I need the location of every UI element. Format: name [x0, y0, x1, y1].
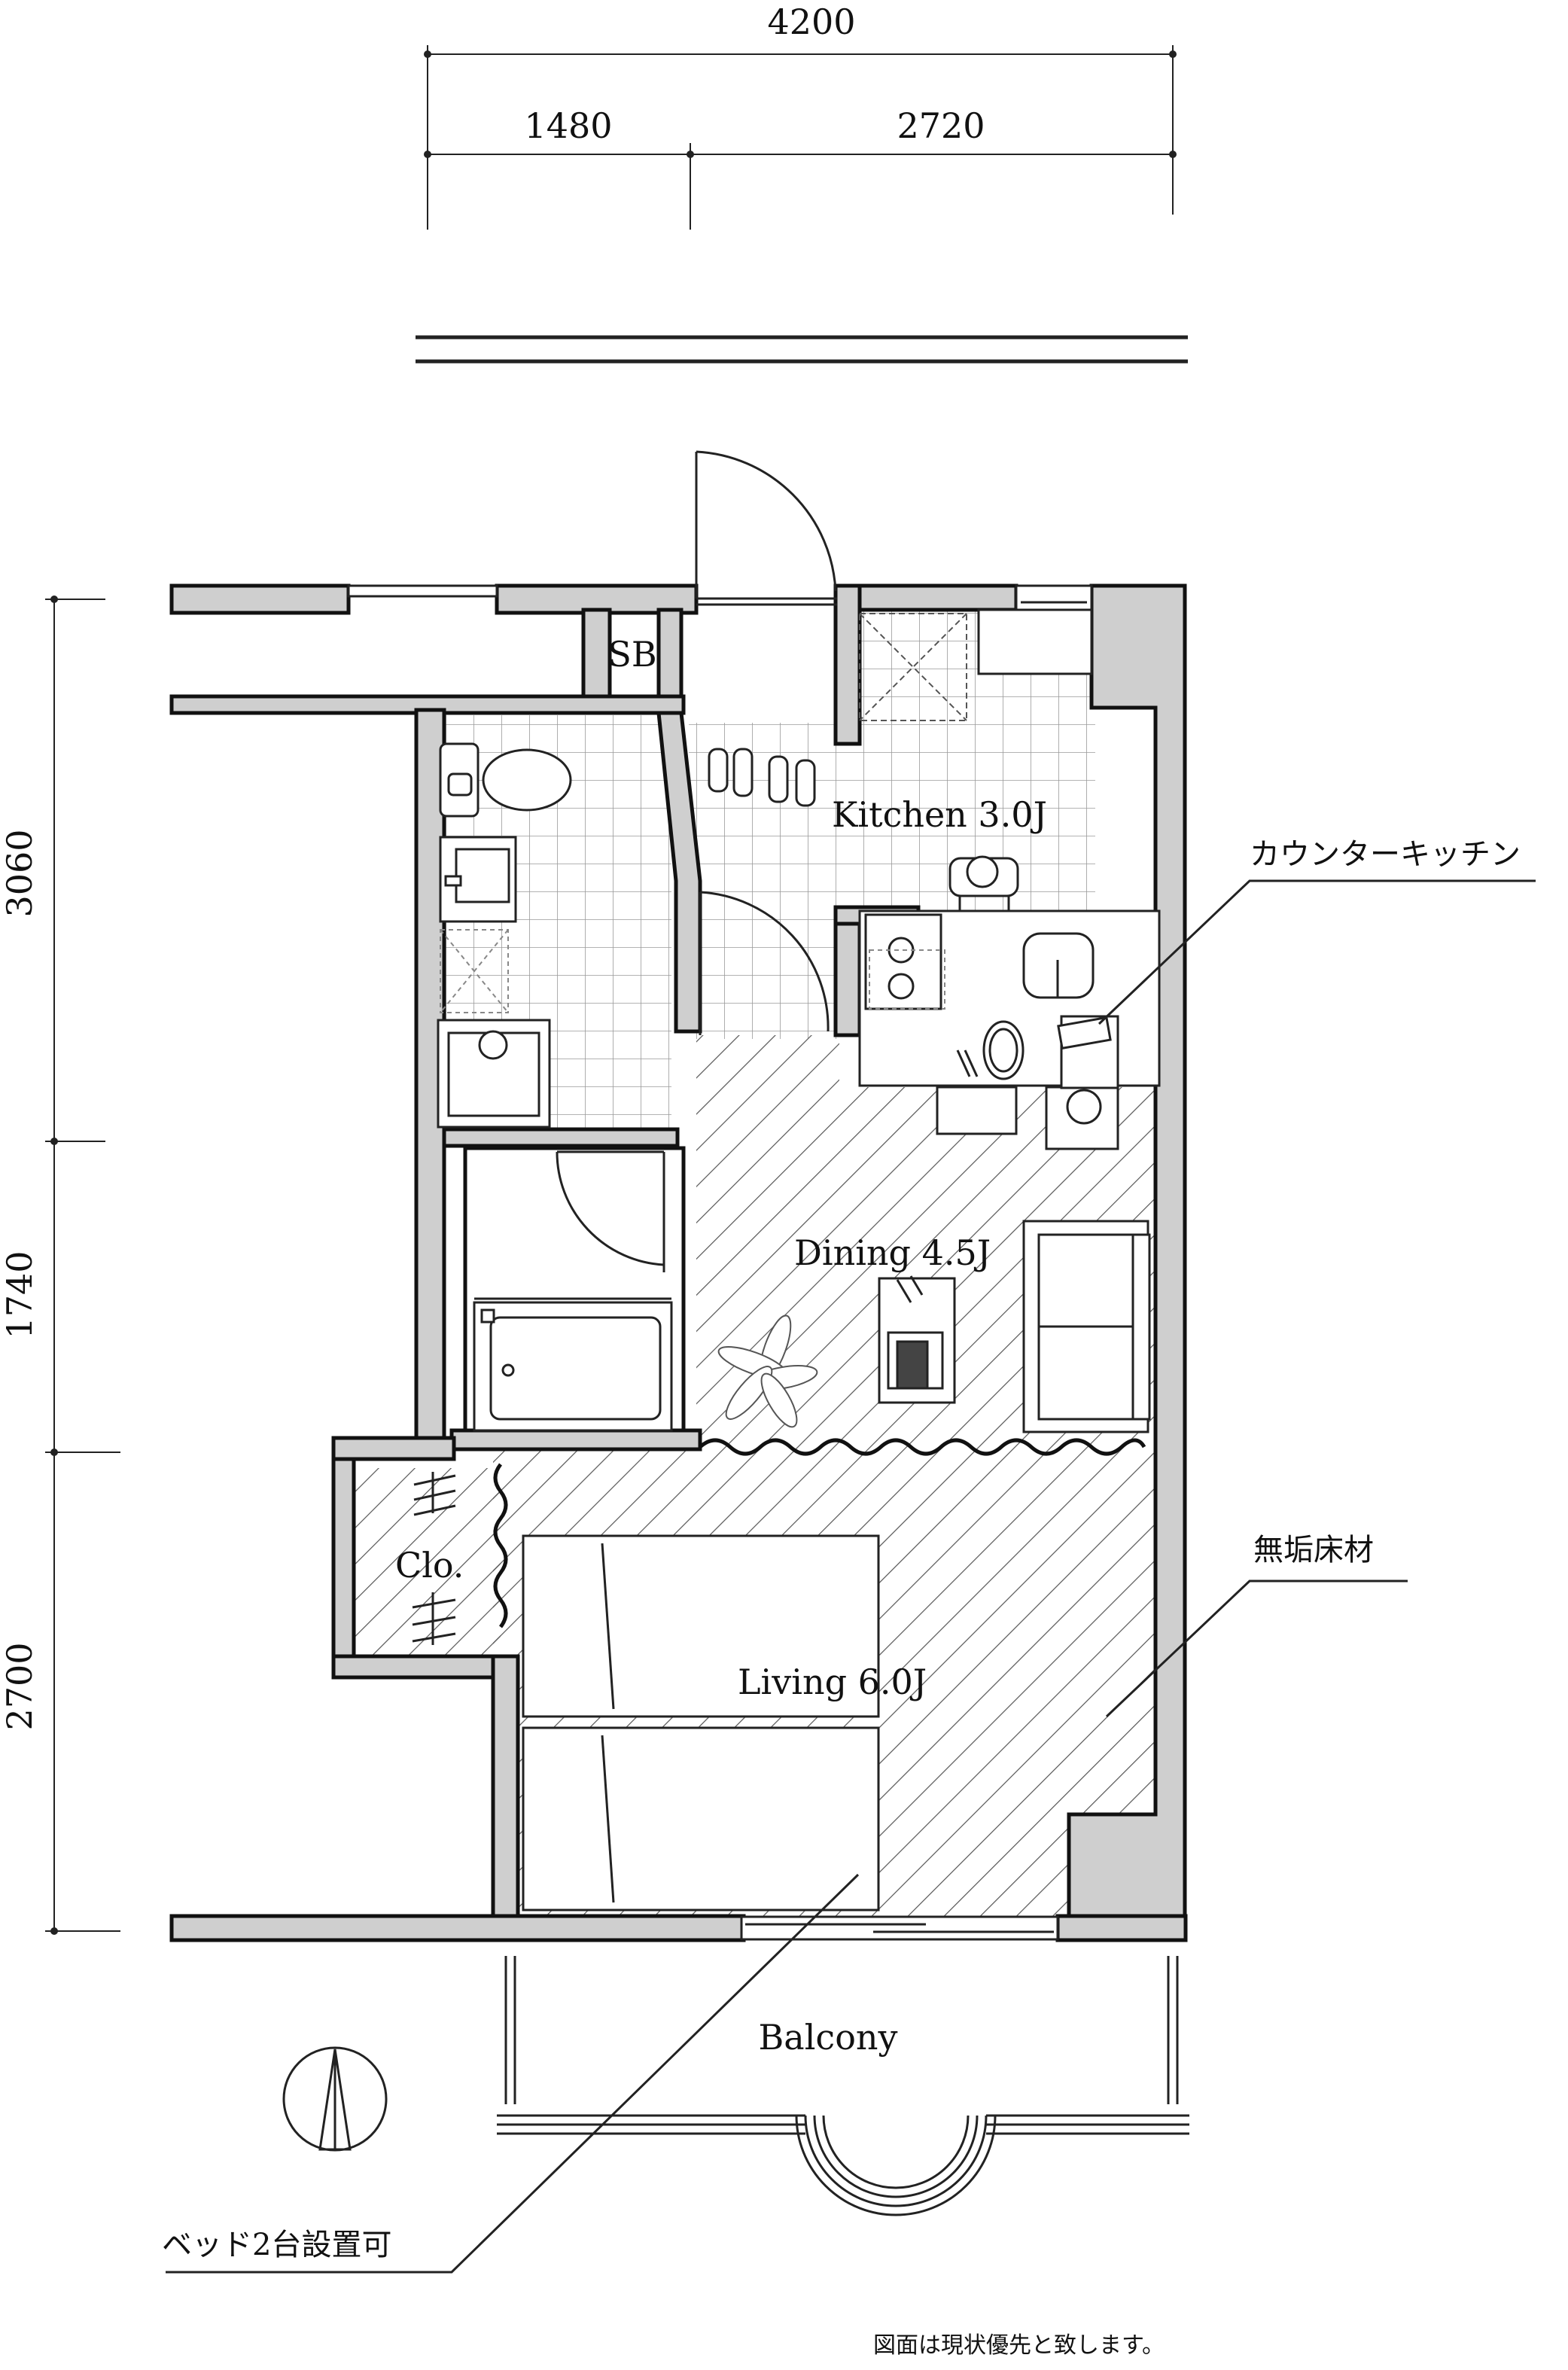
dim-depth-bottom: 2700 — [0, 1642, 40, 1730]
slippers-icon — [708, 748, 816, 807]
left-dimensions — [45, 596, 120, 1935]
dim-depth-mid: 1740 — [0, 1250, 40, 1339]
counter-kitchen-annotation: カウンターキッチン — [1250, 837, 1521, 872]
toilet-icon — [439, 742, 572, 818]
balcony-sliding-door[interactable] — [740, 1915, 1059, 1941]
washbasin-icon — [439, 836, 517, 923]
top-dimensions — [424, 45, 1177, 230]
balcony-railing — [497, 1956, 1189, 2216]
kitchen-cabinet — [977, 608, 1093, 675]
dim-left-width: 1480 — [524, 105, 612, 146]
refrigerator-space-icon — [859, 613, 967, 721]
washing-machine-icon — [440, 929, 509, 1013]
closet-label: Clo. — [395, 1545, 464, 1586]
dim-total-width: 4200 — [767, 2, 855, 42]
table-icon — [878, 1275, 956, 1404]
kitchen-chair-icon — [948, 855, 1019, 918]
dim-right-width: 2720 — [897, 105, 985, 146]
laundry-pan-icon — [437, 1019, 551, 1129]
counter-stool-icon — [936, 1015, 1119, 1150]
door-swing-icon[interactable] — [556, 891, 830, 1272]
closet-curtain[interactable] — [493, 1463, 508, 1628]
flooring-annotation: 無垢床材 — [1253, 1533, 1374, 1567]
closet-floor — [354, 1468, 501, 1656]
leader-lines — [166, 879, 1536, 2274]
tableware-icon — [956, 1020, 1025, 1080]
corridor-lines — [416, 335, 1188, 364]
window-top-left — [347, 584, 498, 598]
stove-icon — [869, 949, 945, 1010]
north-arrow-icon — [282, 2046, 388, 2152]
plant-icon — [717, 1314, 818, 1428]
bathtub-icon — [473, 1297, 673, 1432]
footer-note: 図面は現状優先と致します。 — [873, 2332, 1165, 2359]
dining-label: Dining 4.5J — [794, 1232, 991, 1273]
shoe-box-label: SB — [607, 634, 656, 675]
sofa-icon — [1022, 1220, 1151, 1433]
bed-icon — [522, 1534, 880, 1912]
two-beds-annotation: ベッド2台設置可 — [162, 2228, 391, 2262]
partition-curtain[interactable] — [699, 1438, 1146, 1456]
closet-hanger-icon — [412, 1472, 456, 1645]
living-label: Living 6.0J — [738, 1662, 927, 1702]
dim-depth-top: 3060 — [0, 829, 40, 917]
kitchen-label: Kitchen 3.0J — [832, 794, 1047, 835]
balcony-label: Balcony — [758, 2017, 897, 2058]
entry-door-icon[interactable] — [695, 450, 837, 606]
window-top-right — [1015, 584, 1093, 611]
